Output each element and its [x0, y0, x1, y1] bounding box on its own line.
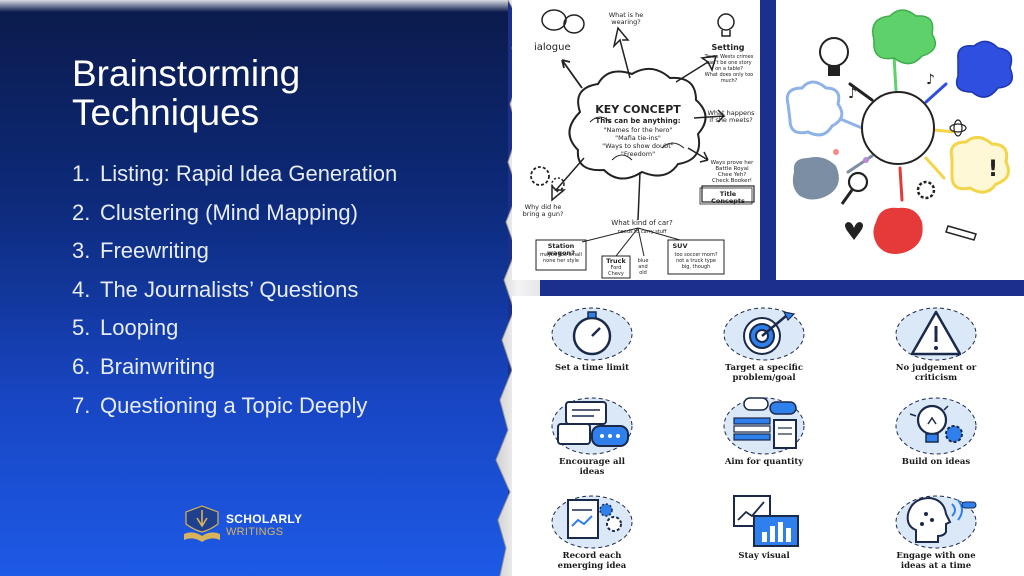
- sketch-suv-label: SUV: [672, 242, 688, 250]
- tip-card: Record each emerging idea: [512, 492, 672, 571]
- sketch-concept-item: "Mafia tie-ins": [615, 134, 661, 142]
- tip-label: Set a time limit: [554, 363, 630, 373]
- logo-text-secondary: WRITINGS: [226, 526, 284, 538]
- stopwatch-icon: [551, 307, 633, 361]
- sketch-station-wagon-label: Station wagon?: [547, 242, 575, 257]
- tip-label: Engage with one ideas at a time: [896, 551, 976, 571]
- technique-list: 1.Listing: Rapid Idea Generation 2.Clust…: [72, 157, 502, 427]
- tip-card: No judgement or criticism: [856, 302, 1016, 383]
- logo-emblem-icon: [184, 505, 220, 542]
- tip-card: Target a specific problem/goal: [684, 302, 844, 383]
- technique-item: 6.Brainwriting: [72, 353, 215, 379]
- tip-label: Aim for quantity: [724, 457, 804, 467]
- svg-text:!: !: [988, 157, 998, 182]
- sketch-concept-item: "Names for the hero": [603, 126, 673, 134]
- mind-map-illustration: ♪ ♪ !: [776, 0, 1024, 280]
- tip-label: Stay visual: [738, 551, 790, 561]
- key-concept-sketch: ialogue What is he wearing? Setting Texa…: [512, 0, 760, 280]
- title-line-2: Techniques: [72, 92, 260, 133]
- sketch-concept-item: "Ways to show doubt": [602, 142, 674, 150]
- sketch-why-gun-label: Why did he bring a gun?: [522, 203, 564, 218]
- tip-card: Encourage all ideas: [512, 394, 672, 477]
- charts-icon: [733, 495, 799, 547]
- sketch-old-note: blue and old: [637, 258, 649, 276]
- lightbulb-gears-icon: [895, 397, 977, 455]
- svg-text:♪: ♪: [926, 72, 935, 88]
- sketch-what-happens-label: What happens if she meets?: [707, 109, 755, 124]
- chat-bubbles-icon: [551, 397, 633, 455]
- tip-card: Aim for quantity: [684, 394, 844, 468]
- sketch-station-wagon-note: maybe too small none her style: [540, 252, 582, 264]
- sketch-car-note: needs to carry stuff: [617, 229, 667, 235]
- tip-card: Stay visual: [684, 492, 844, 562]
- sketch-setting-label: Setting: [711, 43, 745, 52]
- brainstorming-tips-grid: Set a time limit Target a specific probl…: [512, 296, 1024, 576]
- logo-text-primary: SCHOLARLY: [226, 512, 303, 526]
- tip-label: Build on ideas: [901, 457, 971, 467]
- sketch-drawing: [530, 9, 755, 279]
- sketch-wearing-label: What is he wearing?: [608, 11, 644, 26]
- title-line-1: Brainstorming: [72, 53, 301, 94]
- tip-label: No judgement or criticism: [895, 363, 977, 383]
- tip-card: Set a time limit: [512, 302, 672, 374]
- tip-label: Encourage all ideas: [559, 457, 625, 477]
- warning-icon: [895, 307, 977, 361]
- top-fade: [0, 0, 530, 12]
- mind-map-drawing: ♪ ♪ !: [785, 9, 1013, 254]
- svg-text:♪: ♪: [848, 86, 857, 102]
- tip-label: Record each emerging idea: [557, 551, 627, 571]
- sketch-truck-label: Truck: [606, 257, 626, 265]
- left-panel: Brainstorming Techniques 1.Listing: Rapi…: [0, 0, 530, 576]
- target-icon: [723, 307, 805, 361]
- technique-item: 3.Freewriting: [72, 238, 209, 264]
- clipboard-gears-icon: [551, 495, 633, 549]
- slide-title: Brainstorming Techniques: [72, 54, 492, 132]
- sketch-key-concept-title: KEY CONCEPT: [595, 103, 681, 116]
- head-focus-icon: [895, 495, 977, 549]
- tip-label: Target a specific problem/goal: [724, 363, 804, 383]
- sketch-concept-item: "Freedom": [620, 150, 656, 158]
- stacked-notes-icon: [723, 397, 805, 455]
- sketch-suv-note: too soccer mom? not a truck type big, th…: [674, 252, 718, 270]
- sketch-car-question: What kind of car?: [611, 219, 673, 227]
- sketch-title-concepts-label: Title Concepts: [711, 190, 745, 205]
- technique-item: 7.Questioning a Topic Deeply: [72, 392, 368, 418]
- technique-item: 1.Listing: Rapid Idea Generation: [72, 161, 398, 186]
- technique-item: 5.Looping: [72, 315, 179, 341]
- technique-item: 2.Clustering (Mind Mapping): [72, 199, 358, 225]
- tip-card: Build on ideas: [856, 394, 1016, 468]
- sketch-ways-note: Ways prove her Battle Royal Chee Yeh? Ch…: [710, 160, 754, 184]
- scholarly-writings-logo: SCHOLARLY WRITINGS: [180, 504, 340, 548]
- sketch-key-concept-subtitle: This can be anything:: [595, 117, 681, 125]
- sketch-dialogue-label: ialogue: [534, 42, 571, 53]
- sketch-setting-note: Texas Wests crimes can't be one story on…: [704, 54, 754, 84]
- sketch-truck-note: Ford Chevy: [608, 265, 624, 277]
- tip-card: Engage with one ideas at a time: [856, 492, 1016, 571]
- technique-item: 4.The Journalists’ Questions: [72, 276, 359, 302]
